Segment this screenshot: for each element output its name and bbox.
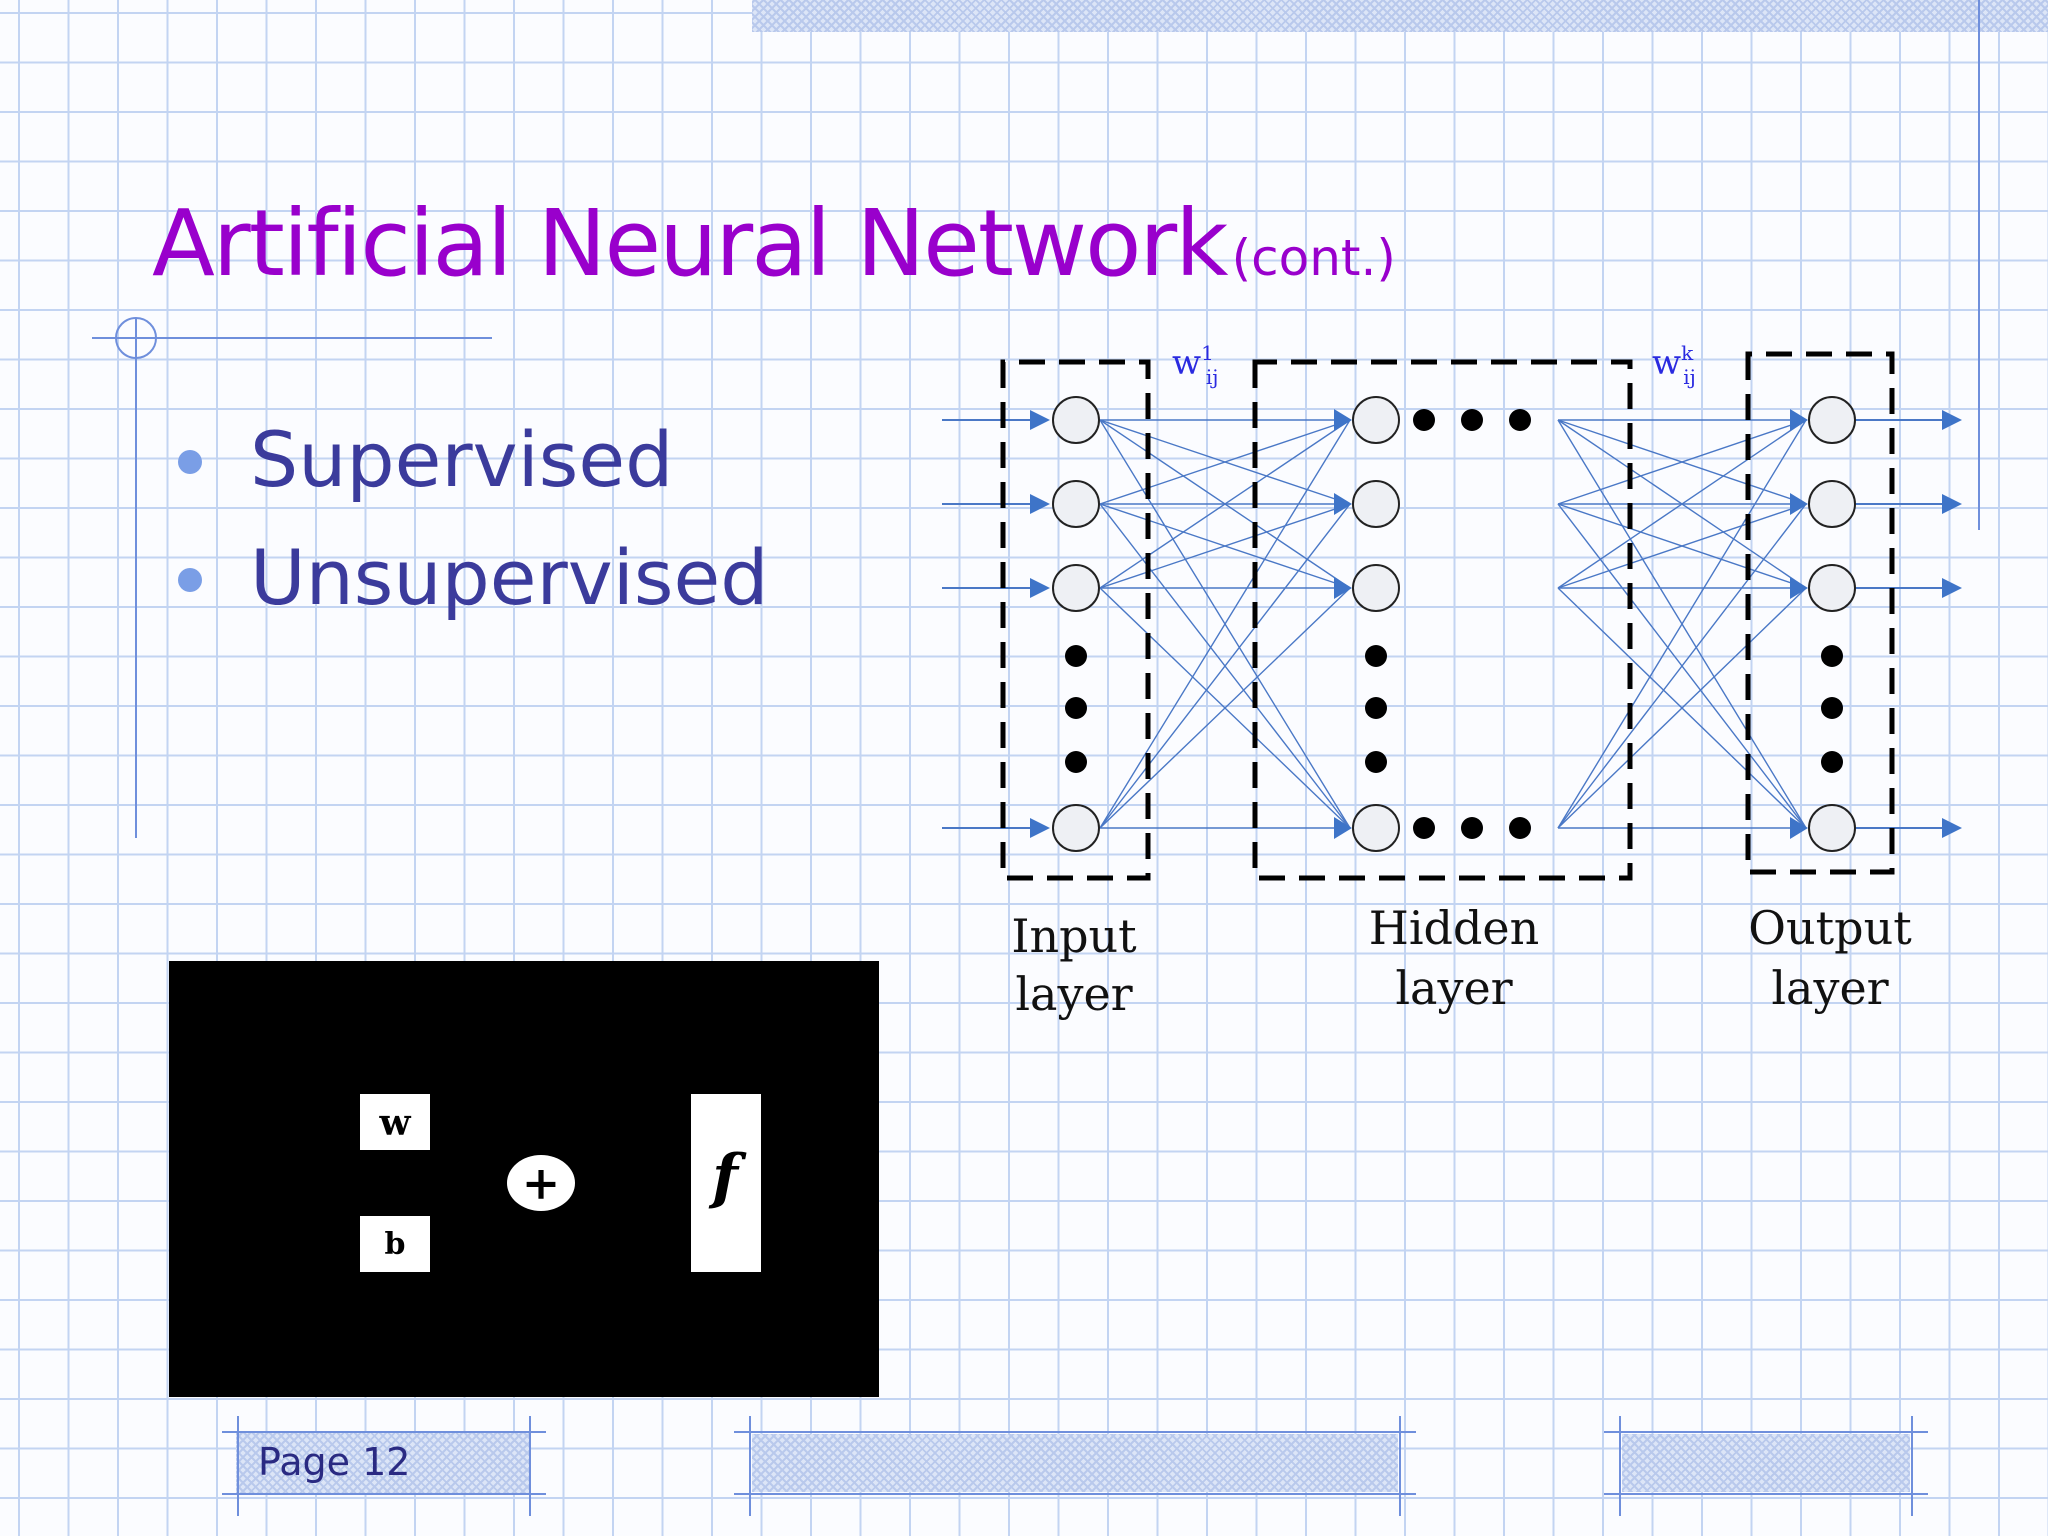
ellipsis-dot — [1365, 751, 1387, 773]
output-arrows — [1854, 410, 1962, 838]
input-neurons — [1052, 396, 1100, 852]
title-ornament — [92, 317, 492, 838]
neuron — [1352, 396, 1400, 444]
ellipsis-dot — [1821, 751, 1843, 773]
weight-box-label: w — [379, 1102, 412, 1144]
bias-box — [360, 1216, 430, 1272]
ellipsis-dot — [1365, 697, 1387, 719]
bullet-item: Unsupervised — [172, 523, 769, 641]
bullet-text: Supervised — [250, 415, 674, 504]
ellipsis-dot — [1065, 751, 1087, 773]
weight-box — [360, 1094, 430, 1150]
weight-connection — [1557, 419, 1807, 829]
weight-connection — [1557, 587, 1807, 829]
ellipsis-dot — [1461, 409, 1483, 431]
weight-connections — [1099, 409, 1808, 839]
page-number: Page 12 — [258, 1440, 411, 1484]
weight-connection — [1557, 419, 1807, 505]
ellipsis-dot — [1821, 645, 1843, 667]
weight-connection — [1557, 419, 1807, 589]
ellipsis-dot — [1821, 697, 1843, 719]
footer-band-center — [752, 1434, 1398, 1492]
neuron — [1052, 396, 1100, 444]
arrowhead-icon — [1334, 577, 1352, 599]
ellipsis-dot — [1461, 817, 1483, 839]
neuron — [1352, 804, 1400, 852]
neuron-animation-panel: w b + f — [169, 961, 879, 1397]
right-decor-line — [1978, 0, 1980, 530]
ellipsis-dot — [1509, 817, 1531, 839]
bullet-list: Supervised Unsupervised — [172, 405, 769, 641]
transfer-function-box — [691, 1094, 761, 1272]
output-neurons — [1808, 396, 1856, 852]
input-arrows — [942, 410, 1050, 838]
arrowhead-icon — [1334, 409, 1352, 431]
neuron — [1052, 804, 1100, 852]
neuron — [1808, 804, 1856, 852]
neuron — [1808, 396, 1856, 444]
bias-box-label: b — [385, 1227, 406, 1262]
title-main: Artificial Neural Network — [152, 190, 1229, 297]
hidden-neurons — [1352, 396, 1531, 852]
bullet-text: Unsupervised — [250, 533, 769, 622]
arrowhead-icon — [1790, 409, 1808, 431]
neuron — [1808, 480, 1856, 528]
footer-band-left — [236, 1432, 530, 1494]
footer-band-right — [1622, 1434, 1910, 1492]
slide-title: Artificial Neural Network (cont.) — [152, 198, 1396, 290]
ellipsis-dot — [1413, 817, 1435, 839]
bullet-dot-icon — [178, 450, 202, 474]
neuron-model: w b + f — [360, 1094, 761, 1272]
hidden-layer-box — [1252, 359, 1633, 881]
output-layer-box — [1745, 351, 1895, 875]
ellipsis-dot — [1413, 409, 1435, 431]
ellipsis-dot — [1065, 697, 1087, 719]
ellipsis-dot — [1509, 409, 1531, 431]
bullet-dot-icon — [178, 568, 202, 592]
weight-connection — [1557, 503, 1807, 589]
arrowhead-icon — [1790, 493, 1808, 515]
top-decor-band — [752, 0, 2048, 32]
weight-connection — [1099, 419, 1351, 505]
arrowhead-icon — [1334, 817, 1352, 839]
arrowhead-icon — [1790, 577, 1808, 599]
ellipsis-dot — [1365, 645, 1387, 667]
bullet-item: Supervised — [172, 405, 769, 523]
input-layer-box — [1000, 359, 1151, 881]
title-suffix: (cont.) — [1231, 229, 1396, 287]
neuron — [1052, 564, 1100, 612]
weight-connection — [1099, 503, 1351, 829]
weight-connection — [1557, 503, 1807, 829]
weight-connection — [1099, 419, 1351, 829]
sum-node — [507, 1155, 575, 1211]
neuron — [1052, 480, 1100, 528]
weight-connection — [1099, 587, 1351, 829]
ellipsis-dot — [1065, 645, 1087, 667]
arrowhead-icon — [1790, 817, 1808, 839]
arrowhead-icon — [1334, 493, 1352, 515]
neuron — [1352, 564, 1400, 612]
sum-symbol: + — [522, 1156, 561, 1210]
weight-connection — [1099, 419, 1351, 589]
neuron — [1352, 480, 1400, 528]
weight-connection — [1099, 503, 1351, 589]
neuron — [1808, 564, 1856, 612]
